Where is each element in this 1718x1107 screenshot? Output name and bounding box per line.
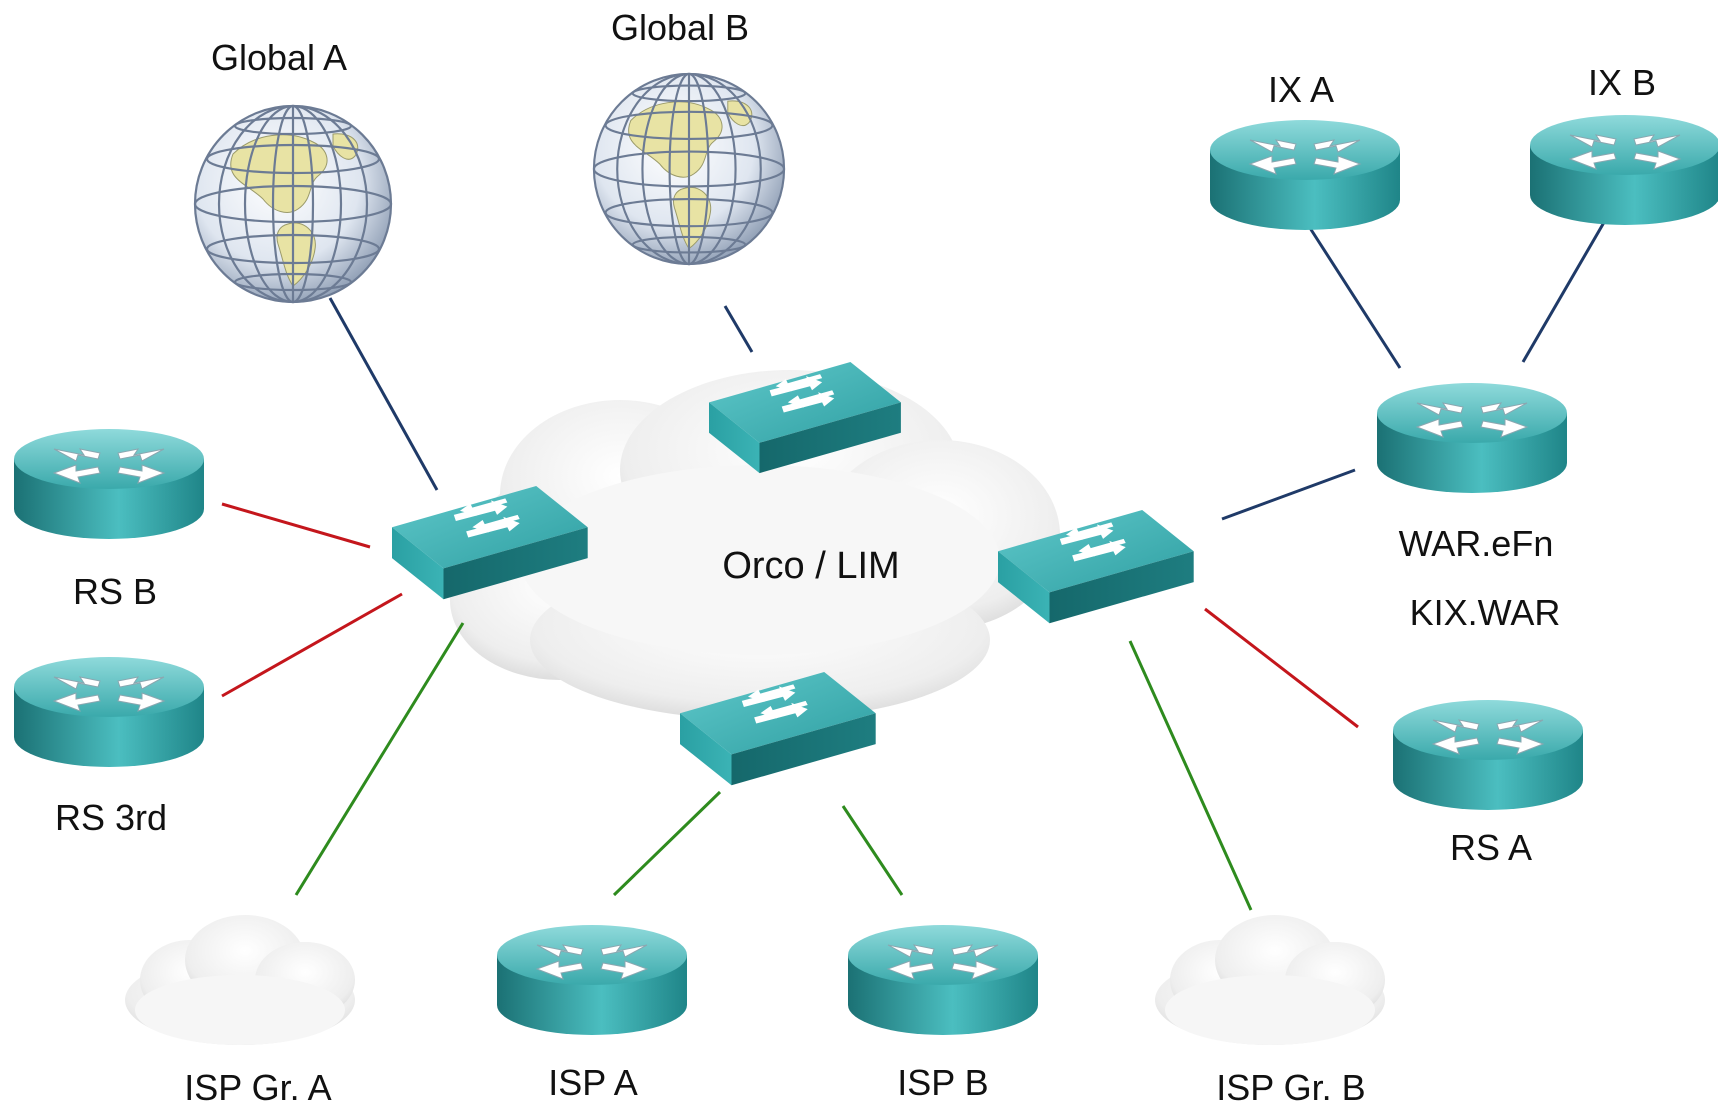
link-rs-3rd — [221, 592, 403, 698]
globe-a-icon — [193, 104, 393, 304]
label-global-a: Global A — [211, 37, 347, 78]
label-orco-lim: Orco / LIM — [722, 545, 899, 587]
label-rs-b: RS B — [73, 571, 157, 612]
central-cloud-icon — [450, 370, 1060, 720]
link-global-b — [723, 305, 754, 353]
cloud-isp-gr-b-icon — [1155, 915, 1385, 1045]
link-isp-gr-a — [294, 622, 465, 896]
label-ix-b: IX B — [1588, 62, 1656, 103]
link-rs-a — [1204, 607, 1359, 729]
globe-b-icon — [592, 72, 786, 266]
link-ix-b — [1521, 211, 1612, 363]
router-isp-a-icon[interactable] — [496, 924, 688, 1036]
label-ix-a: IX A — [1268, 69, 1334, 110]
link-isp-gr-b — [1128, 640, 1253, 911]
router-ix-a-icon[interactable] — [1209, 119, 1401, 231]
label-isp-gr-a: ISP Gr. A — [184, 1067, 331, 1107]
link-ix-a — [1308, 227, 1402, 369]
router-war-icon[interactable] — [1376, 382, 1568, 494]
router-rs-3rd-icon[interactable] — [13, 656, 205, 768]
connections — [221, 211, 1612, 911]
label-kix-war: KIX.WAR — [1410, 592, 1561, 633]
label-isp-gr-b: ISP Gr. B — [1216, 1067, 1365, 1107]
label-rs-a: RS A — [1450, 827, 1532, 868]
link-rs-b — [221, 502, 371, 549]
label-rs-3rd: RS 3rd — [55, 797, 167, 838]
link-isp-b — [841, 805, 904, 896]
router-rs-a-icon[interactable] — [1392, 699, 1584, 811]
router-ix-b-icon[interactable] — [1529, 114, 1718, 226]
label-war-efn: WAR.eFn — [1399, 523, 1554, 564]
link-war — [1221, 468, 1356, 521]
router-isp-b-icon[interactable] — [847, 924, 1039, 1036]
label-isp-b: ISP B — [897, 1062, 988, 1103]
label-isp-a: ISP A — [548, 1062, 637, 1103]
cloud-isp-gr-a-icon — [125, 915, 355, 1045]
label-global-b: Global B — [611, 7, 749, 48]
router-rs-b-icon[interactable] — [13, 428, 205, 540]
link-global-a — [328, 297, 439, 491]
link-isp-a — [612, 790, 722, 897]
